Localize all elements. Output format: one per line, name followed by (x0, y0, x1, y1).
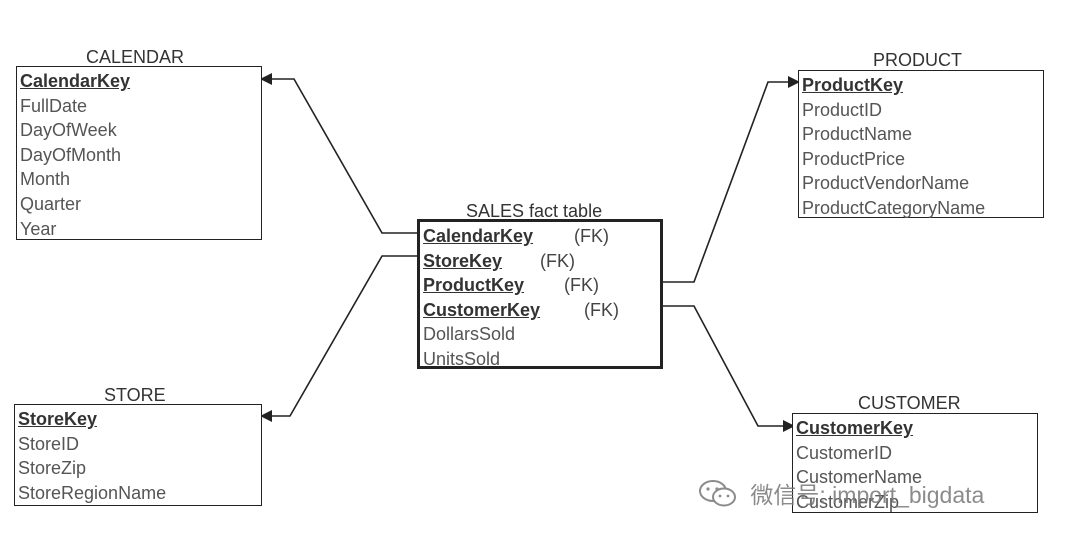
sales-foreign-key: CustomerKey (FK) (420, 298, 660, 323)
store-title: STORE (104, 385, 166, 405)
store-field: StoreZip (18, 458, 87, 479)
store-primary-key: StoreKey (18, 409, 98, 429)
watermark-text: 微信号: import_bigdata (750, 482, 985, 508)
calendar-title: CALENDAR (86, 47, 185, 67)
calendar-field: DayOfMonth (20, 144, 122, 165)
customer-field: CustomerZip (796, 491, 900, 512)
store-field: StoreID (18, 433, 80, 454)
customer-title: CUSTOMER (858, 393, 961, 413)
product-primary-key: ProductKey (802, 75, 904, 95)
link-sales-store (260, 255, 420, 422)
customer-field: CustomerName (796, 467, 923, 488)
product-entity: ProductKey ProductID ProductName Product… (798, 70, 1044, 218)
calendar-entity: CalendarKey FullDate DayOfWeek DayOfMont… (16, 66, 262, 240)
fk-tag: (FK) (584, 299, 619, 320)
customer-field: CustomerID (796, 442, 893, 463)
sales-key-name: CustomerKey (423, 299, 541, 320)
sales-key-name: CalendarKey (423, 226, 534, 246)
product-field: ProductID (802, 99, 883, 120)
product-field: ProductCategoryName (802, 197, 986, 218)
customer-entity: CustomerKey CustomerID CustomerName Cust… (792, 413, 1038, 513)
fk-tag: (FK) (564, 275, 599, 296)
store-entity: StoreKey StoreID StoreZip StoreRegionNam… (14, 404, 262, 506)
product-title: PRODUCT (873, 50, 962, 70)
sales-foreign-key: CalendarKey (FK) (420, 224, 660, 249)
sales-key-name: ProductKey (423, 275, 525, 296)
product-field: ProductVendorName (802, 173, 970, 194)
watermark: 微信号: import_bigdata (698, 476, 984, 515)
product-field: ProductName (802, 124, 913, 145)
sales-foreign-key: ProductKey (FK) (420, 273, 660, 298)
fk-tag: (FK) (540, 250, 575, 271)
calendar-field: Month (20, 169, 71, 190)
calendar-field: FullDate (20, 95, 88, 116)
sales-title: SALES fact table (466, 201, 603, 221)
wechat-icon (698, 479, 738, 515)
customer-primary-key: CustomerKey (796, 418, 914, 438)
sales-key-name: StoreKey (423, 250, 503, 271)
calendar-field: Quarter (20, 193, 82, 214)
calendar-field: Year (20, 218, 57, 239)
sales-fact-entity: CalendarKey (FK) StoreKey (FK) ProductKe… (417, 219, 663, 369)
sales-field: DollarsSold (423, 324, 516, 345)
sales-foreign-key: StoreKey (FK) (420, 249, 660, 274)
sales-field: UnitsSold (423, 348, 501, 369)
link-sales-customer (662, 305, 795, 432)
fk-tag: (FK) (574, 226, 609, 246)
link-sales-product (662, 76, 800, 283)
link-sales-calendar (260, 73, 420, 234)
calendar-primary-key: CalendarKey (20, 71, 131, 91)
product-field: ProductPrice (802, 148, 906, 169)
store-field: StoreRegionName (18, 482, 167, 503)
calendar-field: DayOfWeek (20, 120, 117, 141)
